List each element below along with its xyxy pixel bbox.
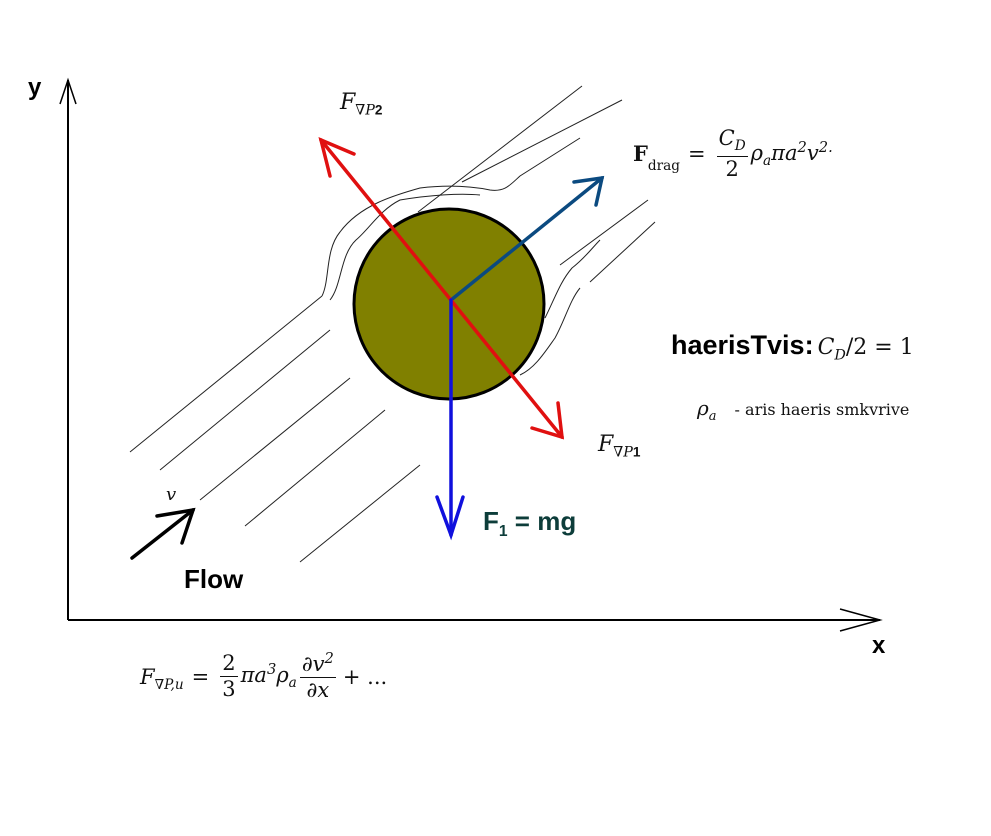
pressure-force-1-label: F∇P1: [598, 432, 641, 461]
x-axis-label: x: [872, 632, 886, 659]
y-axis-arrowhead: [59, 77, 77, 105]
x-axis-arrowhead: [839, 608, 883, 632]
flow-velocity-arrow: [130, 507, 196, 560]
gravity-arrow: [435, 298, 465, 541]
drag-arrow: [449, 175, 605, 302]
air-density-note: ρa - aris haeris smkvrive: [697, 396, 910, 424]
drag-coefficient-note: haerisTvis: CD/2 = 1: [671, 330, 914, 364]
particle: [352, 207, 546, 401]
gravity-force-label: F1 = mg: [483, 506, 577, 541]
pressure-gradient-arrow: [318, 137, 565, 440]
streamlines: [129, 85, 656, 563]
y-axis-label: y: [28, 74, 42, 101]
pressure-force-2-label: F∇P2: [340, 90, 383, 119]
flow-label: Flow: [184, 564, 244, 594]
velocity-label: v: [166, 484, 177, 505]
